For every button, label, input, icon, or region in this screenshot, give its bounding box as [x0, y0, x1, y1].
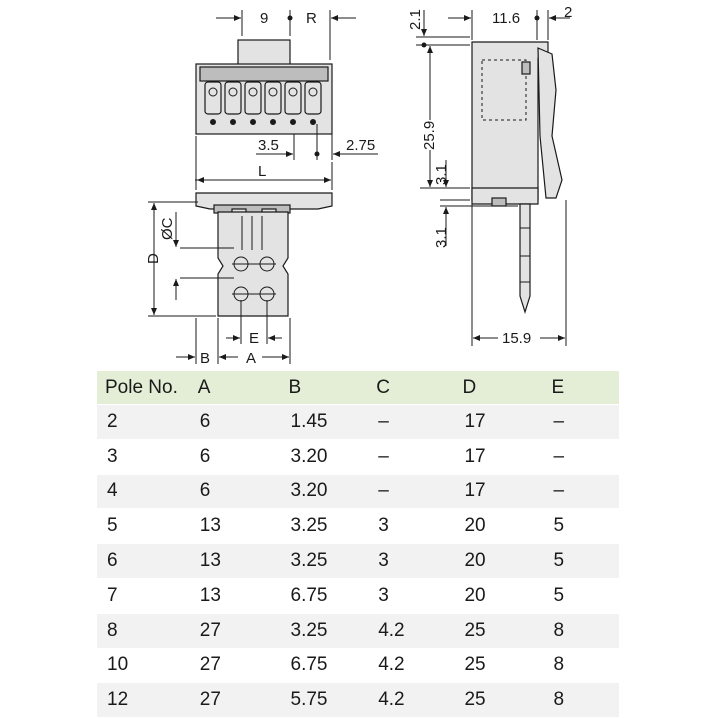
cell-e: 5 — [543, 577, 619, 614]
col-header-d: D — [454, 371, 544, 405]
dim-25-9: 25.9 — [421, 121, 438, 150]
dim-C: ØC — [159, 217, 176, 240]
dim-D: D — [145, 253, 162, 264]
cell-d: 17 — [454, 438, 544, 475]
cell-pole-no: 7 — [97, 577, 190, 614]
cell-e: 8 — [543, 682, 619, 718]
dim-B: B — [200, 350, 210, 367]
dim-2: 2 — [564, 4, 572, 21]
table-header-row: Pole No. A B C D E — [97, 371, 619, 405]
cell-a: 13 — [189, 508, 281, 544]
cell-c: 3 — [368, 508, 455, 544]
cell-c: 3 — [368, 543, 455, 579]
cell-c: 3 — [368, 577, 455, 614]
dim-15-9: 15.9 — [502, 330, 531, 347]
table-row: 12 27 5.75 4.2 25 8 — [97, 682, 619, 718]
dim-3-5: 3.5 — [258, 137, 279, 154]
dim-A: A — [246, 350, 256, 367]
col-header-b: B — [280, 371, 369, 405]
cell-b: 6.75 — [280, 577, 369, 614]
dim-2-75: 2.75 — [346, 137, 375, 154]
front-pole-slots — [204, 81, 322, 125]
cell-d: 20 — [454, 508, 544, 544]
cell-b: 6.75 — [280, 647, 369, 683]
bottom-view: ØC D E B A — [145, 192, 333, 367]
cell-a: 27 — [189, 612, 281, 649]
cell-c: – — [368, 404, 455, 440]
cell-pole-no: 10 — [97, 647, 190, 683]
cell-b: 3.20 — [280, 438, 369, 475]
cell-c: – — [368, 473, 455, 509]
cell-d: 25 — [454, 682, 544, 718]
cell-d: 20 — [454, 543, 544, 579]
table-row: 10 27 6.75 4.2 25 8 — [97, 647, 619, 683]
col-header-pole-no: Pole No. — [97, 371, 190, 405]
cell-e: – — [543, 473, 619, 509]
cell-pole-no: 12 — [97, 682, 190, 718]
cell-c: 4.2 — [368, 682, 455, 718]
table-row: 2 6 1.45 – 17 – — [97, 404, 619, 440]
dimension-drawing: 9 R 3.5 2.75 L ØC — [145, 4, 572, 367]
dim-E: E — [249, 330, 259, 347]
cell-a: 13 — [189, 577, 281, 614]
dim-3-1-lower: 3.1 — [433, 227, 450, 248]
dim-R: R — [306, 10, 317, 27]
table-row: 7 13 6.75 3 20 5 — [97, 577, 619, 614]
cell-pole-no: 6 — [97, 543, 190, 579]
cell-a: 13 — [189, 543, 281, 579]
dim-11-6: 11.6 — [492, 10, 520, 27]
cell-e: 8 — [543, 647, 619, 683]
cell-b: 3.25 — [280, 508, 369, 544]
col-header-a: A — [189, 371, 281, 405]
cell-c: 4.2 — [368, 612, 455, 649]
cell-pole-no: 2 — [97, 404, 190, 440]
side-view: 11.6 2 2.1 25.9 3.1 3.1 15.9 — [407, 4, 572, 347]
cell-a: 27 — [189, 682, 281, 718]
front-view: 9 R 3.5 2.75 L — [195, 10, 378, 190]
cell-b: 3.25 — [280, 612, 369, 649]
cell-e: – — [543, 404, 619, 440]
cell-c: – — [368, 438, 455, 475]
cell-c: 4.2 — [368, 647, 455, 683]
cell-pole-no: 5 — [97, 508, 190, 544]
cell-e: – — [543, 438, 619, 475]
col-header-c: C — [368, 371, 455, 405]
cell-a: 6 — [189, 473, 281, 509]
cell-a: 27 — [189, 647, 281, 683]
cell-pole-no: 4 — [97, 473, 190, 509]
dim-9: 9 — [260, 10, 268, 27]
cell-b: 1.45 — [280, 404, 369, 440]
dim-L: L — [258, 163, 266, 180]
cell-a: 6 — [189, 438, 281, 475]
table-row: 6 13 3.25 3 20 5 — [97, 543, 619, 579]
cell-d: 25 — [454, 647, 544, 683]
cell-e: 8 — [543, 612, 619, 649]
cell-e: 5 — [543, 543, 619, 579]
table-row: 5 13 3.25 3 20 5 — [97, 508, 619, 544]
cell-d: 20 — [454, 577, 544, 614]
cell-pole-no: 3 — [97, 438, 190, 475]
cell-d: 17 — [454, 404, 544, 440]
table-row: 3 6 3.20 – 17 – — [97, 438, 619, 475]
dim-2-1: 2.1 — [407, 9, 424, 30]
cell-a: 6 — [189, 404, 281, 440]
cell-pole-no: 8 — [97, 612, 190, 649]
cell-e: 5 — [543, 508, 619, 544]
cell-b: 5.75 — [280, 682, 369, 718]
dim-3-1-upper: 3.1 — [433, 164, 450, 185]
dimension-table: Pole No. A B C D E 2 6 1.45 – 17 – 3 6 3… — [97, 371, 619, 718]
cell-b: 3.25 — [280, 543, 369, 579]
table-row: 8 27 3.25 4.2 25 8 — [97, 612, 619, 649]
col-header-e: E — [543, 371, 619, 405]
table-row: 4 6 3.20 – 17 – — [97, 473, 619, 509]
cell-d: 25 — [454, 612, 544, 649]
cell-d: 17 — [454, 473, 544, 509]
cell-b: 3.20 — [280, 473, 369, 509]
